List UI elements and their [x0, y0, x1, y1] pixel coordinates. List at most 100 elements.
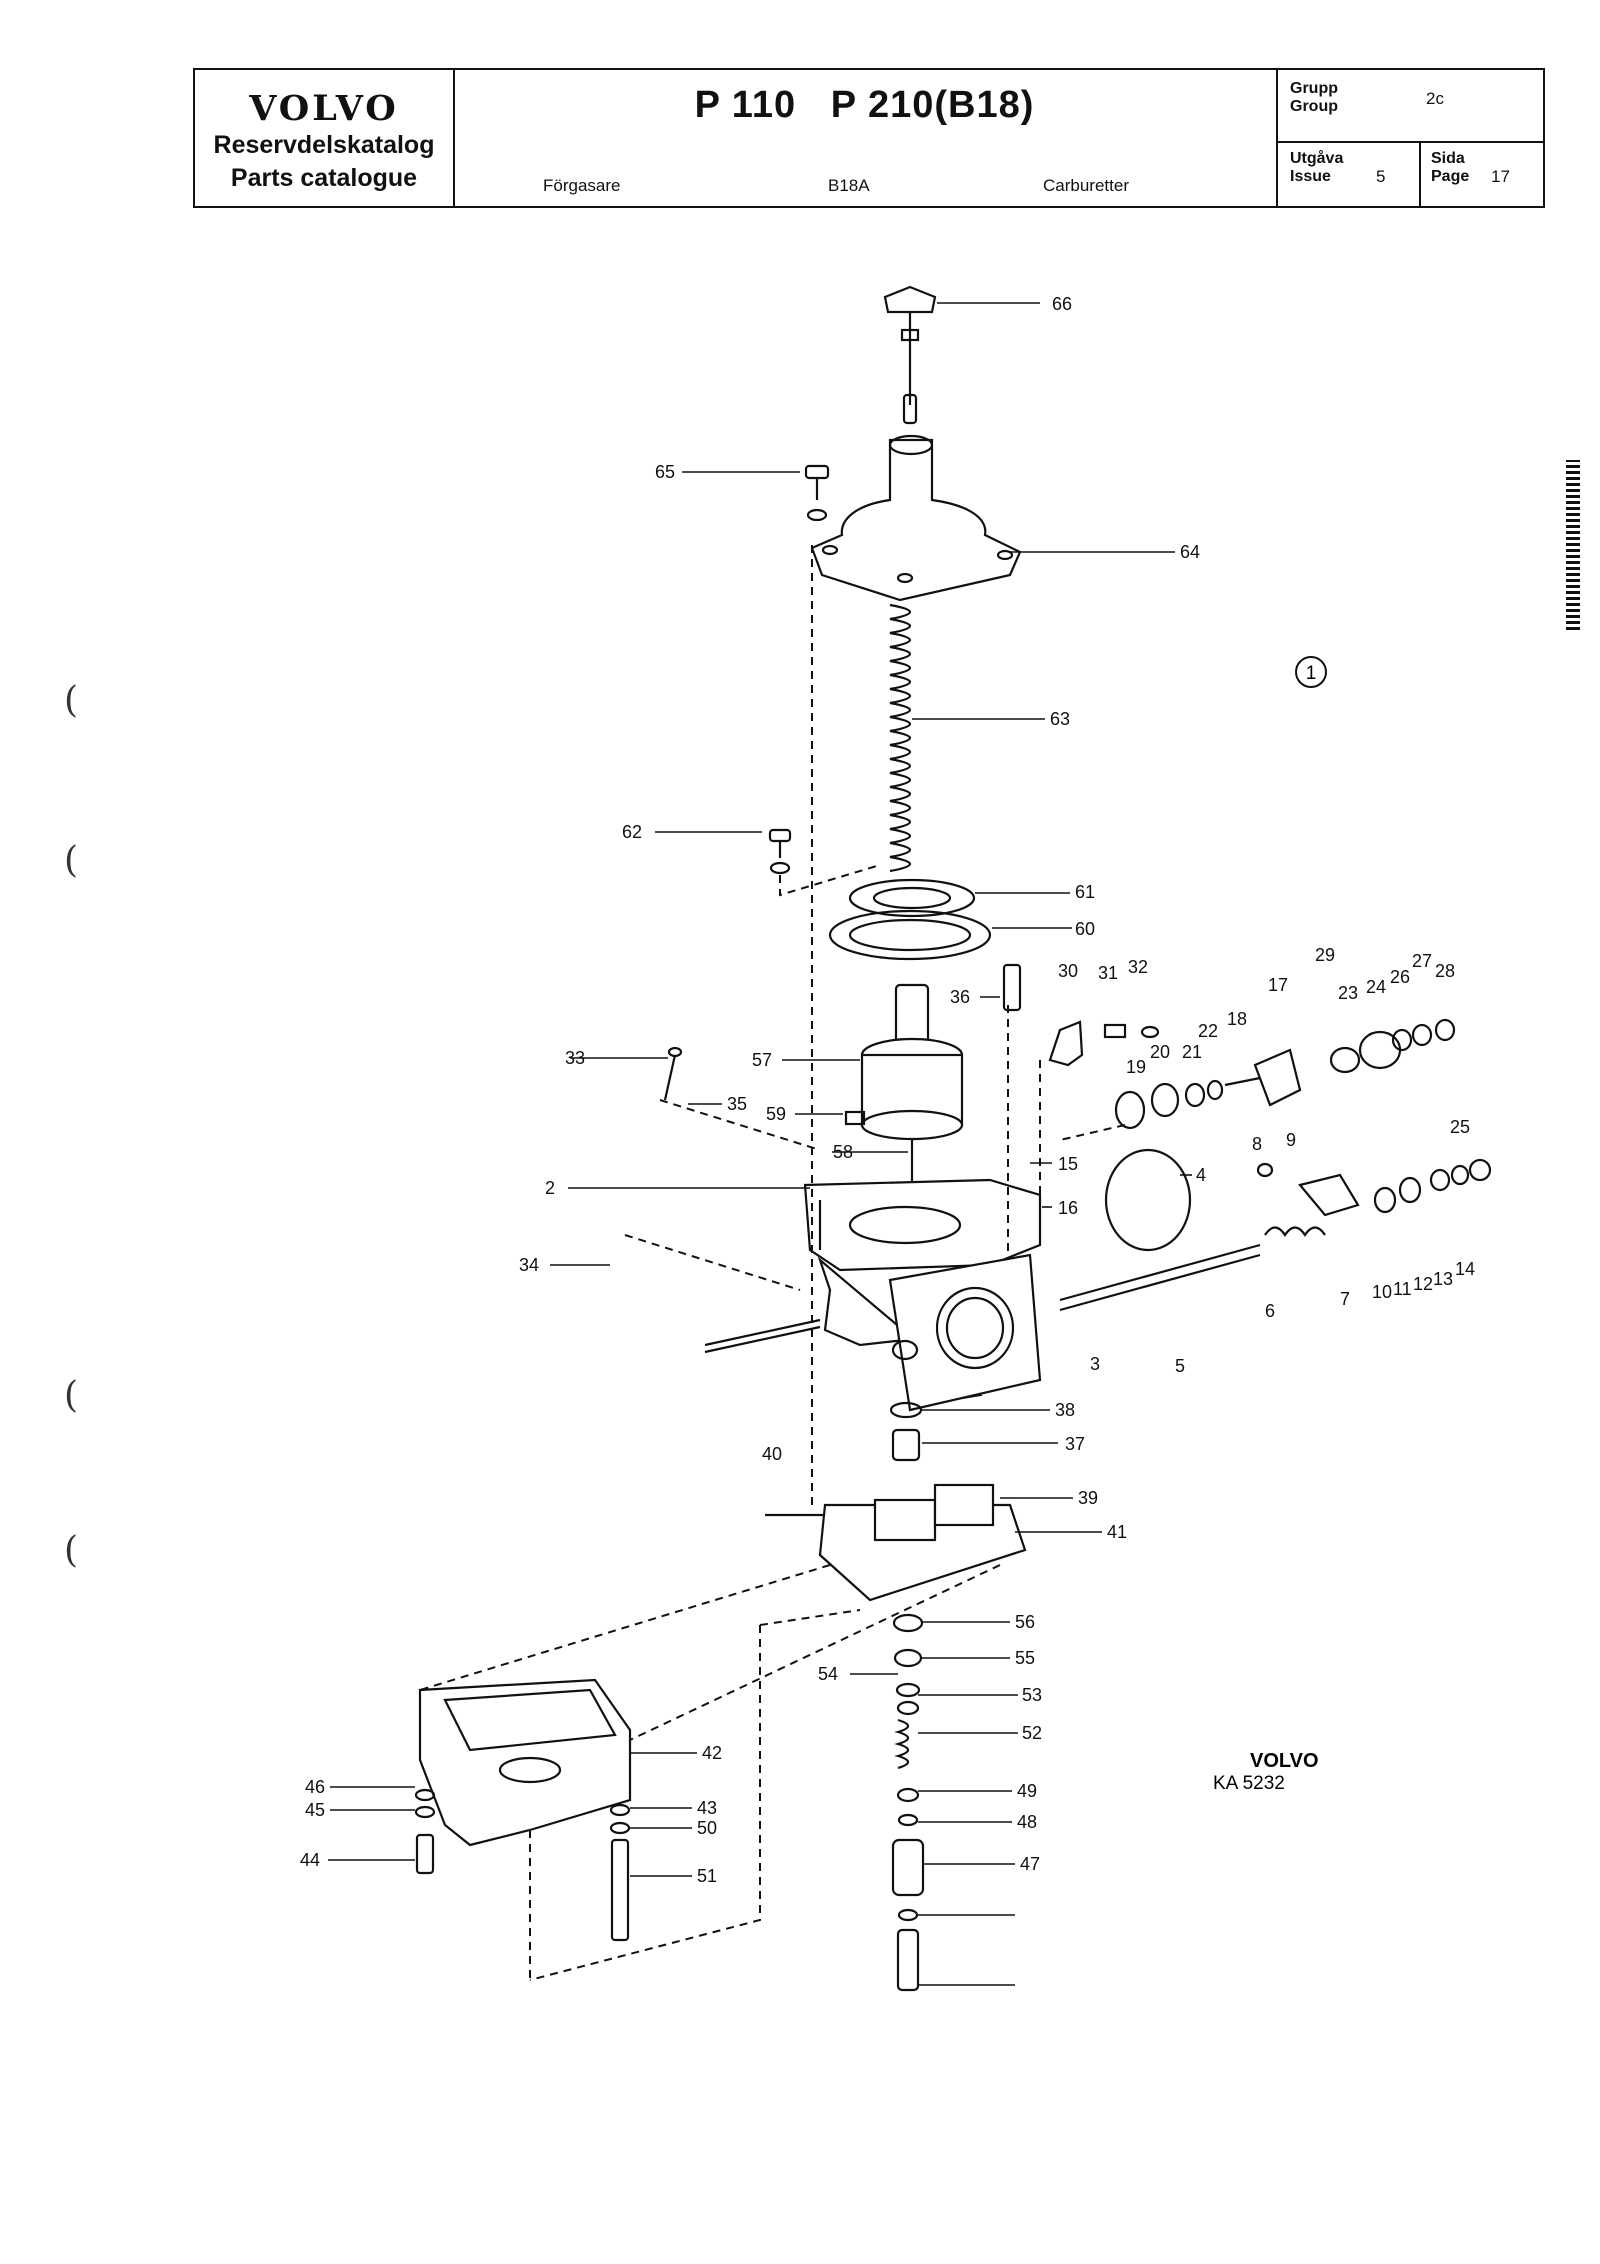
callout-19: 19: [1126, 1057, 1146, 1077]
group-label: Grupp Group: [1290, 80, 1338, 116]
callout-32: 32: [1128, 957, 1148, 977]
callout-12: 12: [1413, 1274, 1433, 1294]
callout-26: 26: [1390, 967, 1410, 987]
figure-badge-number: 1: [1306, 663, 1317, 684]
brand-block: VOLVO Reservdelskatalog Parts catalogue: [195, 70, 455, 206]
callout-28: 28: [1435, 961, 1455, 981]
catalog-title-en: Parts catalogue: [230, 164, 418, 192]
hole-punch-mark: (: [64, 840, 79, 881]
group-value: 2c: [1426, 89, 1444, 108]
callout-3: 3: [1090, 1354, 1100, 1374]
callout-20: 20: [1150, 1042, 1170, 1062]
callout-57: 57: [752, 1050, 772, 1070]
figure-badge: 1: [1295, 656, 1327, 688]
meta-divider-h: [1276, 141, 1543, 143]
callout-66: 66: [1052, 294, 1072, 314]
callout-42: 42: [702, 1743, 722, 1763]
callout-53: 53: [1022, 1685, 1042, 1705]
callout-41: 41: [1107, 1522, 1127, 1542]
page-label-sv: Sida: [1431, 150, 1465, 167]
issue-label: Utgåva Issue: [1290, 150, 1343, 186]
hole-punch-mark: (: [64, 1375, 79, 1416]
group-label-sv: Grupp: [1290, 80, 1338, 97]
section-label-en: Carburetter: [1043, 176, 1129, 195]
page-value: 17: [1491, 167, 1510, 186]
callout-25: 25: [1450, 1117, 1470, 1137]
callout-54: 54: [818, 1664, 838, 1684]
meta-divider-v: [1419, 141, 1421, 206]
callout-58: 58: [833, 1142, 853, 1162]
assembly-guide-lines: [419, 545, 1126, 1981]
section-label-sv: Förgasare: [543, 176, 621, 195]
callout-36: 36: [950, 987, 970, 1007]
callout-33: 33: [565, 1048, 585, 1068]
callout-60: 60: [1075, 919, 1095, 939]
callout-39: 39: [1078, 1488, 1098, 1508]
callout-10: 10: [1372, 1282, 1392, 1302]
callout-34: 34: [519, 1255, 539, 1275]
catalog-header: VOLVO Reservdelskatalog Parts catalogue …: [193, 68, 1545, 208]
issue-value: 5: [1376, 167, 1386, 186]
issue-label-sv: Utgåva: [1290, 150, 1344, 167]
callout-31: 31: [1098, 963, 1118, 983]
issue-label-en: Issue: [1290, 168, 1331, 185]
callout-46: 46: [305, 1777, 325, 1797]
title-block: P 110 P 210(B18) Förgasare B18A Carburet…: [453, 70, 1278, 206]
hole-punch-mark: (: [64, 680, 79, 721]
figure-code-label: KA 5232: [1213, 1773, 1285, 1794]
callout-23: 23: [1338, 983, 1358, 1003]
callout-24: 24: [1366, 977, 1386, 997]
callout-38: 38: [1055, 1400, 1075, 1420]
page-label: Sida Page: [1431, 150, 1469, 186]
callout-62: 62: [622, 822, 642, 842]
callout-37: 37: [1065, 1434, 1085, 1454]
callout-27: 27: [1412, 951, 1432, 971]
callout-45: 45: [305, 1800, 325, 1820]
callout-43: 43: [697, 1798, 717, 1818]
callout-5: 5: [1175, 1356, 1185, 1376]
callout-40: 40: [762, 1444, 782, 1464]
callout-22: 22: [1198, 1021, 1218, 1041]
leader-lines: [328, 302, 1192, 1986]
callout-17: 17: [1268, 975, 1288, 995]
callout-52: 52: [1022, 1723, 1042, 1743]
meta-block: Grupp Group 2c Utgåva Issue 5 Sida Page …: [1276, 70, 1543, 206]
callout-51: 51: [697, 1866, 717, 1886]
binding-edge-marks: [1566, 460, 1580, 630]
callout-48: 48: [1017, 1812, 1037, 1832]
group-label-en: Group: [1290, 98, 1338, 115]
callout-65: 65: [655, 462, 675, 482]
callout-35: 35: [727, 1094, 747, 1114]
callout-56: 56: [1015, 1612, 1035, 1632]
callout-30: 30: [1058, 961, 1078, 981]
figure-maker-label: VOLVO: [1250, 1750, 1319, 1772]
callout-29: 29: [1315, 945, 1335, 965]
part-drawings: [414, 285, 1492, 1992]
callout-61: 61: [1075, 882, 1095, 902]
callout-18: 18: [1227, 1009, 1247, 1029]
catalog-title-sv: Reservdelskatalog: [213, 131, 435, 159]
callout-14: 14: [1455, 1259, 1475, 1279]
callout-13: 13: [1433, 1269, 1453, 1289]
page-label-en: Page: [1431, 168, 1470, 185]
callout-4: 4: [1196, 1165, 1206, 1185]
callout-50: 50: [697, 1818, 717, 1838]
callout-7: 7: [1340, 1289, 1350, 1309]
callout-21: 21: [1182, 1042, 1202, 1062]
callout-63: 63: [1050, 709, 1070, 729]
callout-59: 59: [766, 1104, 786, 1124]
callout-49: 49: [1017, 1781, 1037, 1801]
model-title: P 110 P 210(B18): [694, 84, 1035, 126]
callout-15: 15: [1058, 1154, 1078, 1174]
callout-44: 44: [300, 1850, 320, 1870]
callout-55: 55: [1015, 1648, 1035, 1668]
callout-8: 8: [1252, 1134, 1262, 1154]
callout-16: 16: [1058, 1198, 1078, 1218]
callout-2: 2: [545, 1178, 555, 1198]
callout-6: 6: [1265, 1301, 1275, 1321]
callout-64: 64: [1180, 542, 1200, 562]
hole-punch-mark: (: [64, 1530, 79, 1571]
callout-9: 9: [1286, 1130, 1296, 1150]
